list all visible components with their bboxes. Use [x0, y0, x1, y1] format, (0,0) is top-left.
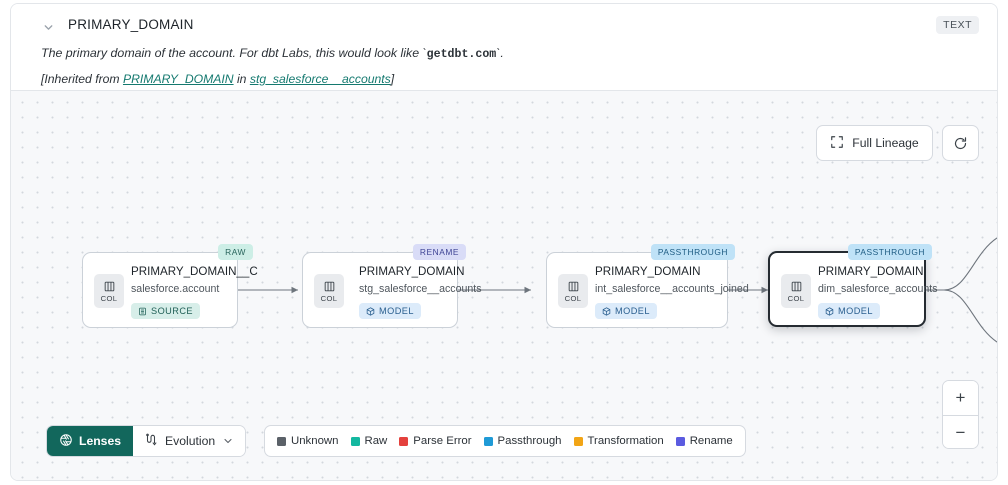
aperture-icon [59, 433, 73, 450]
col-icon: COL [94, 274, 124, 308]
legend-swatch [277, 436, 286, 446]
edge-out-bottom [943, 289, 997, 343]
legend-item: Transformation [573, 435, 664, 447]
legend-item: Raw [350, 435, 388, 447]
expand-corners-icon [830, 135, 844, 152]
zoom-divider [943, 415, 978, 416]
column-lineage-panel: PRIMARY_DOMAIN TEXT The primary domain o… [10, 3, 998, 481]
legend-item: Passthrough [483, 435, 562, 447]
evolution-label: Evolution [165, 434, 216, 448]
lineage-canvas[interactable]: RAW COL PRIMARY_DOMAIN__C salesforce.acc… [11, 91, 997, 480]
lineage-node-1[interactable]: RAW COL PRIMARY_DOMAIN__C salesforce.acc… [82, 244, 258, 328]
node-table-name: stg_salesforce__accounts [359, 283, 482, 295]
legend-label: Passthrough [497, 435, 562, 447]
edge-out-top [943, 237, 997, 291]
inherited-from-note: [Inherited from PRIMARY_DOMAIN in stg_sa… [41, 72, 394, 86]
inherited-mid: in [233, 72, 250, 86]
node-lens-pill: RAW [218, 244, 253, 260]
col-icon-label: COL [787, 293, 805, 303]
inherited-prefix: [Inherited from [41, 72, 123, 86]
lineage-node-3[interactable]: PASSTHROUGH COL PRIMARY_DOMAIN int_sales… [546, 244, 749, 328]
legend-label: Unknown [291, 435, 339, 447]
node-lens-pill: PASSTHROUGH [847, 244, 932, 260]
full-lineage-label: Full Lineage [852, 136, 919, 150]
legend-swatch [483, 436, 493, 446]
node-table-name: dim_salesforce_accounts [818, 283, 938, 295]
node-column-name: PRIMARY_DOMAIN [359, 265, 465, 278]
description-prefix: The primary domain of the account. For d… [41, 46, 427, 60]
col-icon-label: COL [100, 293, 118, 303]
node-column-name: PRIMARY_DOMAIN__C [131, 265, 258, 278]
legend-swatch [675, 436, 685, 446]
type-badge: TEXT [936, 16, 979, 34]
legend-swatch [399, 436, 409, 446]
lenses-label: Lenses [79, 434, 122, 448]
legend-item: Parse Error [399, 435, 472, 447]
node-kind-badge: MODEL [595, 303, 657, 319]
column-description: The primary domain of the account. For d… [41, 46, 504, 61]
col-icon: COL [314, 274, 344, 308]
chevron-down-icon[interactable] [41, 20, 55, 34]
legend-swatch [573, 436, 583, 446]
flow-branch-icon [144, 433, 158, 450]
description-code: getdbt.com [426, 48, 497, 61]
full-lineage-button[interactable]: Full Lineage [816, 125, 933, 161]
node-kind-badge: MODEL [818, 303, 880, 319]
col-icon: COL [781, 274, 811, 308]
node-kind-label: MODEL [379, 306, 414, 316]
legend-swatch [350, 436, 360, 446]
legend-item: Rename [675, 435, 733, 447]
legend-label: Rename [689, 435, 733, 447]
col-icon-label: COL [320, 293, 338, 303]
lenses-button[interactable]: Lenses [47, 426, 134, 456]
header-title-row: PRIMARY_DOMAIN [11, 16, 997, 38]
node-lens-pill: RENAME [412, 244, 466, 260]
lineage-legend: Unknown Raw Parse Error Passthrough Tran… [264, 425, 746, 457]
col-icon: COL [558, 274, 588, 308]
node-kind-label: SOURCE [151, 306, 194, 316]
node-lens-pill: PASSTHROUGH [650, 244, 735, 260]
node-kind-badge: MODEL [359, 303, 421, 319]
page-title: PRIMARY_DOMAIN [68, 17, 194, 32]
col-icon-label: COL [564, 293, 582, 303]
node-table-name: int_salesforce__accounts_joined [595, 283, 749, 295]
refresh-icon[interactable] [942, 125, 979, 161]
zoom-in-button[interactable]: + [943, 381, 978, 415]
node-column-name: PRIMARY_DOMAIN [818, 265, 924, 278]
evolution-dropdown[interactable]: Evolution [133, 426, 246, 456]
legend-label: Parse Error [413, 435, 472, 447]
legend-label: Transformation [587, 435, 664, 447]
inherited-model-link[interactable]: stg_salesforce__accounts [249, 72, 391, 86]
panel-header: PRIMARY_DOMAIN TEXT The primary domain o… [11, 4, 997, 91]
inherited-column-link[interactable]: PRIMARY_DOMAIN [122, 72, 234, 86]
lenses-group: Lenses Evolution [46, 425, 247, 457]
chevron-down-icon [222, 435, 234, 447]
node-kind-badge: SOURCE [131, 303, 201, 319]
zoom-controls[interactable]: + − [942, 380, 979, 449]
description-suffix: `. [496, 46, 504, 60]
lineage-node-4[interactable]: PASSTHROUGH COL PRIMARY_DOMAIN dim_sales… [768, 244, 938, 327]
legend-item: Unknown [277, 435, 339, 447]
node-kind-label: MODEL [615, 306, 650, 316]
node-table-name: salesforce.account [131, 283, 220, 295]
legend-label: Raw [364, 435, 388, 447]
zoom-out-button[interactable]: − [943, 416, 978, 448]
lineage-node-2[interactable]: RENAME COL PRIMARY_DOMAIN stg_salesforce… [302, 244, 482, 328]
node-column-name: PRIMARY_DOMAIN [595, 265, 701, 278]
inherited-suffix: ] [390, 72, 395, 86]
node-kind-label: MODEL [838, 306, 873, 316]
